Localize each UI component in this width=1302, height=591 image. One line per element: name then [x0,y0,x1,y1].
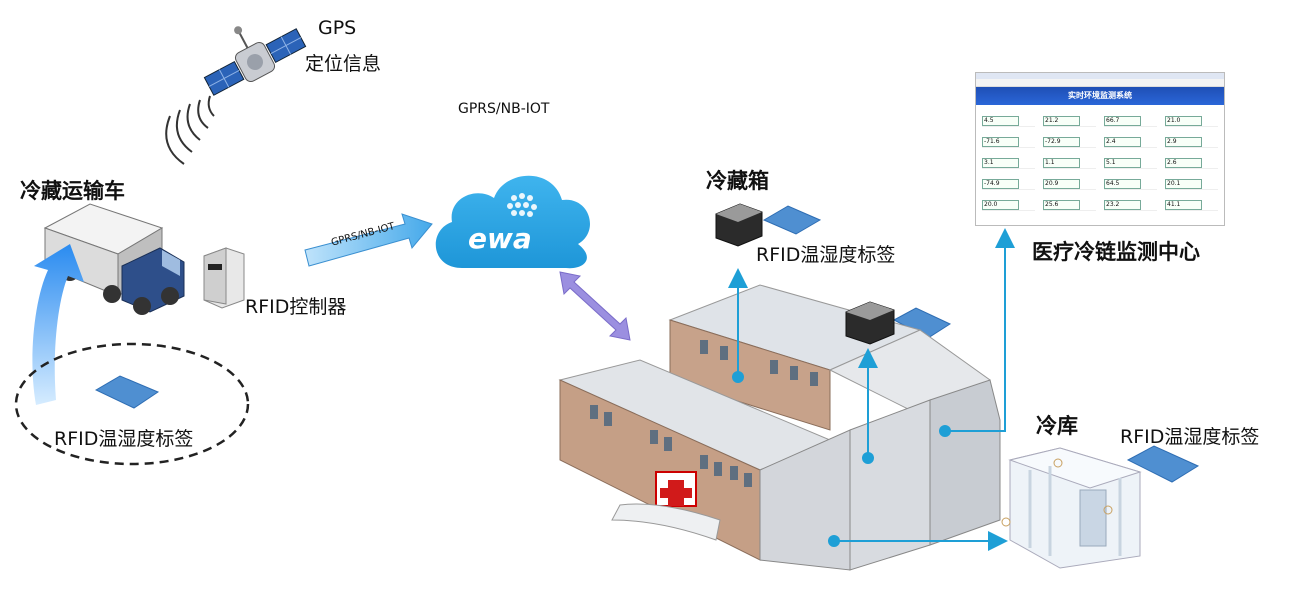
sensor-dots [732,371,951,547]
truck-label: 冷藏运输车 [20,179,125,203]
cold-storage-label: 冷库 [1036,414,1078,438]
monitor-titlebar [976,73,1224,79]
monitor-reading-cell: 66.7 [1104,110,1157,127]
monitor-reading-value: 2.6 [1165,158,1202,168]
monitor-reading-value: 3.1 [982,158,1019,168]
monitor-reading-value: 1.1 [1043,158,1080,168]
monitor-reading-value: 4.5 [982,116,1019,126]
monitor-reading-cell: 20.0 [982,194,1035,211]
monitor-reading-value: -72.9 [1043,137,1080,147]
monitor-reading-cell: -71.6 [982,131,1035,148]
monitor-reading-cell: 41.1 [1165,194,1218,211]
monitoring-screen: 实时环境监测系统 4.5 21.2 66.7 21.0 -71.6 -72.9 2.4 2.9… [975,72,1225,226]
monitor-reading-cell: 64.5 [1104,173,1157,190]
monitor-reading-cell: 2.4 [1104,131,1157,148]
rfid-controller-label: RFID控制器 [245,296,347,318]
cloud-hospital-link-arrow [559,271,631,341]
monitor-reading-cell: 2.6 [1165,152,1218,169]
monitor-reading-value: 20.9 [1043,179,1080,189]
monitor-reading-value: 20.1 [1165,179,1202,189]
monitor-reading-cell: 21.0 [1165,110,1218,127]
monitor-reading-value: 5.1 [1104,158,1141,168]
rfid-tag-box-label: RFID温湿度标签 [756,244,896,266]
gprs-top-label: GPRS/NB-IOT [458,101,550,117]
satellite-icon [203,26,307,96]
monitor-reading-value: 2.4 [1104,137,1141,147]
monitor-center-label: 医疗冷链监测中心 [1032,240,1200,264]
gps-info-label: 定位信息 [305,53,382,75]
monitor-menubar [976,79,1224,87]
monitor-reading-cell: 2.9 [1165,131,1218,148]
monitor-reading-value: 21.0 [1165,116,1202,126]
monitor-readings-grid: 4.5 21.2 66.7 21.0 -71.6 -72.9 2.4 2.9 3.1 1.1 5.1… [976,105,1224,216]
truck-icon [43,203,185,315]
monitor-reading-value: 41.1 [1165,200,1202,210]
monitor-banner-title: 实时环境监测系统 [976,87,1224,105]
monitor-reading-value: 66.7 [1104,116,1141,126]
monitor-reading-cell: 3.1 [982,152,1035,169]
monitor-reading-cell: 25.6 [1043,194,1096,211]
cloud-brand: ewa [468,222,532,255]
cloud-icon [435,175,590,269]
monitor-reading-value: 64.5 [1104,179,1141,189]
fridge-box-icon [845,301,895,345]
fridge-box-icon [715,203,763,247]
fridge-box-label: 冷藏箱 [706,169,769,193]
sensor-links [728,228,1015,551]
gps-label: GPS [318,17,357,39]
monitor-reading-cell: -72.9 [1043,131,1096,148]
monitor-reading-cell: 4.5 [982,110,1035,127]
rfid-tag-storage-label: RFID温湿度标签 [1120,426,1260,448]
monitor-reading-cell: 20.9 [1043,173,1096,190]
monitor-reading-value: 25.6 [1043,200,1080,210]
hospital-building [558,284,1001,571]
monitor-reading-cell: 20.1 [1165,173,1218,190]
rfid-tag-icon [94,375,160,409]
truck-upload-arrow [32,244,84,405]
monitor-reading-cell: 5.1 [1104,152,1157,169]
truck-tag-zone [14,342,250,466]
monitor-reading-value: 23.2 [1104,200,1141,210]
monitor-reading-cell: -74.9 [982,173,1035,190]
rfid-controller-icon [203,247,245,309]
rfid-tag-truck-label: RFID温湿度标签 [54,428,194,450]
monitor-reading-cell: 1.1 [1043,152,1096,169]
monitor-reading-cell: 21.2 [1043,110,1096,127]
monitor-reading-value: 21.2 [1043,116,1080,126]
monitor-reading-value: -74.9 [982,179,1019,189]
monitor-reading-cell: 23.2 [1104,194,1157,211]
monitor-reading-value: 2.9 [1165,137,1202,147]
gps-signal-waves [165,95,215,165]
monitor-reading-value: 20.0 [982,200,1019,210]
rfid-tag-icon [762,205,822,235]
gprs-arrow [304,213,433,267]
monitor-reading-value: -71.6 [982,137,1019,147]
cold-storage-icon [1001,447,1142,569]
rfid-tag-icon [1126,445,1200,483]
